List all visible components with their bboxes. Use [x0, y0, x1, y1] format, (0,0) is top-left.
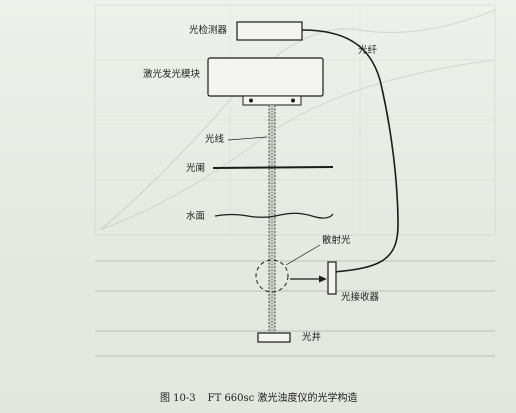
light-beam-label: 光线	[205, 134, 225, 145]
laser-module-screw-left	[249, 98, 253, 103]
figure-number: 图 10-3	[160, 393, 196, 404]
laser-module-box	[207, 57, 324, 97]
light-beam-leader	[227, 136, 268, 141]
background-bleed	[94, 4, 496, 357]
water-surface-label: 水面	[186, 211, 206, 222]
aperture-label: 光阑	[186, 163, 206, 174]
photodetector-box	[236, 21, 303, 41]
scattered-light-arrowhead	[319, 275, 327, 283]
laser-module-label: 激光发光模块	[143, 69, 201, 80]
aperture-line	[212, 166, 334, 169]
laser-module-screw-right	[291, 98, 295, 103]
scattered-light-label: 散射光	[322, 235, 351, 246]
scattered-light-leader	[285, 244, 321, 266]
light-receiver-box	[327, 261, 337, 295]
light-trap-box	[257, 332, 291, 343]
fiber-label: 光纤	[358, 45, 378, 56]
light-trap-label: 光井	[302, 332, 322, 343]
figure-caption: 图 10-3 FT 660sc 激光浊度仪的光学构造	[160, 389, 369, 404]
fiber-line	[301, 29, 399, 273]
light-receiver-label: 光接收器	[341, 292, 380, 303]
scattering-region	[255, 259, 289, 293]
photodetector-label: 光检测器	[189, 25, 228, 36]
water-surface-line	[214, 212, 334, 219]
figure-title: FT 660sc 激光浊度仪的光学构造	[207, 393, 358, 404]
